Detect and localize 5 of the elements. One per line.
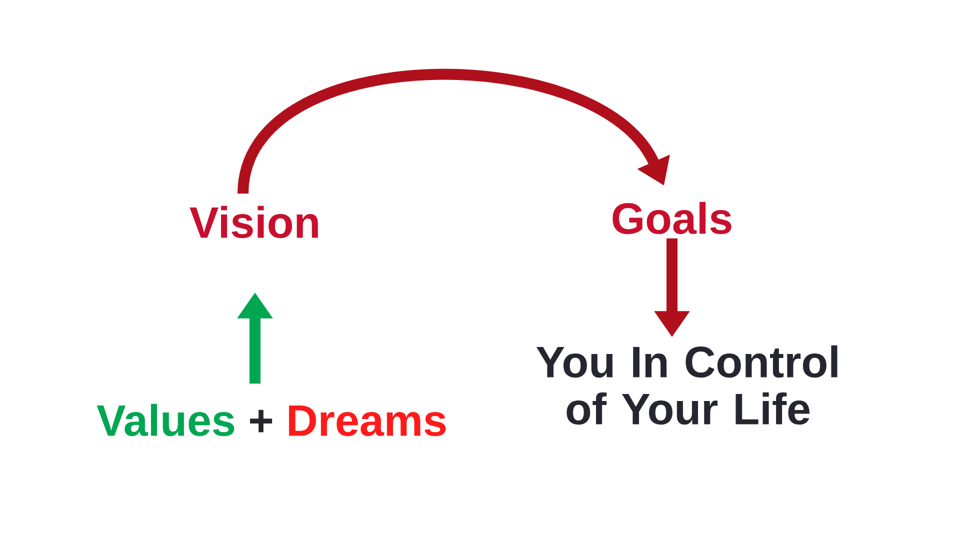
goals-label: Goals (612, 202, 732, 234)
values-dreams-label: Values + Dreams (96, 404, 446, 436)
vision-label: Vision (190, 206, 318, 238)
outcome-label: You In Control of Your Life (536, 345, 838, 425)
arrow (238, 69, 670, 195)
